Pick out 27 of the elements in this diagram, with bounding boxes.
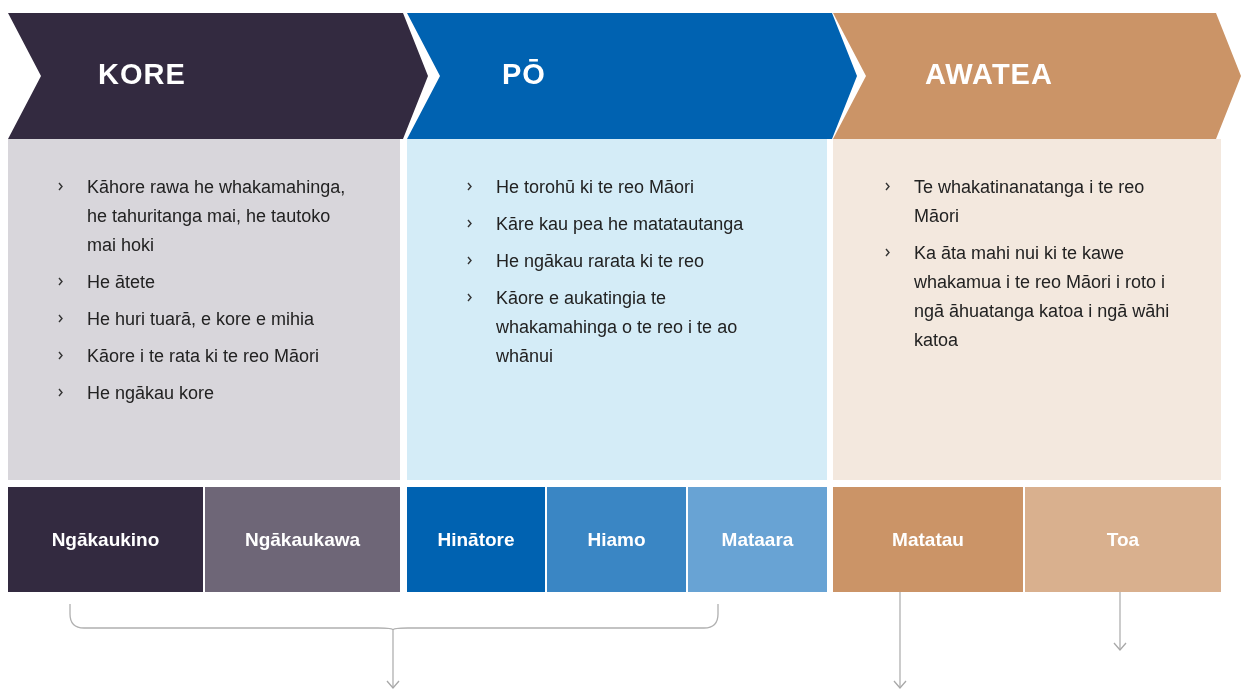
bullet-text: He huri tuarā, e kore e mihia xyxy=(87,308,315,331)
stage-label-tile: Matatau xyxy=(833,487,1023,592)
bullet-text: Kāore i te rata ki te reo Māori xyxy=(87,345,320,368)
bullet-text: He ngākau kore xyxy=(87,382,215,405)
stage-label-tile: Ngākaukino xyxy=(8,487,203,592)
arrow xyxy=(386,629,400,689)
text-panel xyxy=(8,139,400,480)
text-panel xyxy=(407,139,827,480)
stage-label-tile: Ngākaukawa xyxy=(205,487,400,592)
bullet-text: He ātete xyxy=(87,271,156,294)
bullet-text: Te whakatinanatanga i te reo Māori xyxy=(914,176,1146,228)
stage-label-tile: Hinātore xyxy=(407,487,545,592)
bullet-text: Kāre kau pea he matatautanga xyxy=(496,213,744,236)
arrow xyxy=(1113,591,1127,651)
bullet-text: Ka āta mahi nui ki te kawe whakamua i te reo Māori i roto i ngā āhuatanga katoa i ngā wāhi katoa xyxy=(914,242,1171,352)
arrow xyxy=(893,591,907,689)
bullet-text: He ngākau rarata ki te reo xyxy=(496,250,705,273)
bullet-text: Kāhore rawa he whakamahinga, he tahuritanga mai, he tautoko mai hoki xyxy=(87,176,347,257)
column-heading: AWATEA xyxy=(925,58,1053,91)
bullet-text: He torohū ki te reo Māori xyxy=(496,176,695,199)
stage-label-tile: Hiamo xyxy=(547,487,686,592)
stage-label-tile: Toa xyxy=(1025,487,1221,592)
column-heading: KORE xyxy=(98,58,186,91)
text-panel xyxy=(833,139,1221,480)
stage-label-tile: Mataara xyxy=(688,487,827,592)
column-heading: PŌ xyxy=(502,58,546,91)
bullet-text: Kāore e aukatingia te whakamahinga o te reo i te ao whānui xyxy=(496,287,739,368)
